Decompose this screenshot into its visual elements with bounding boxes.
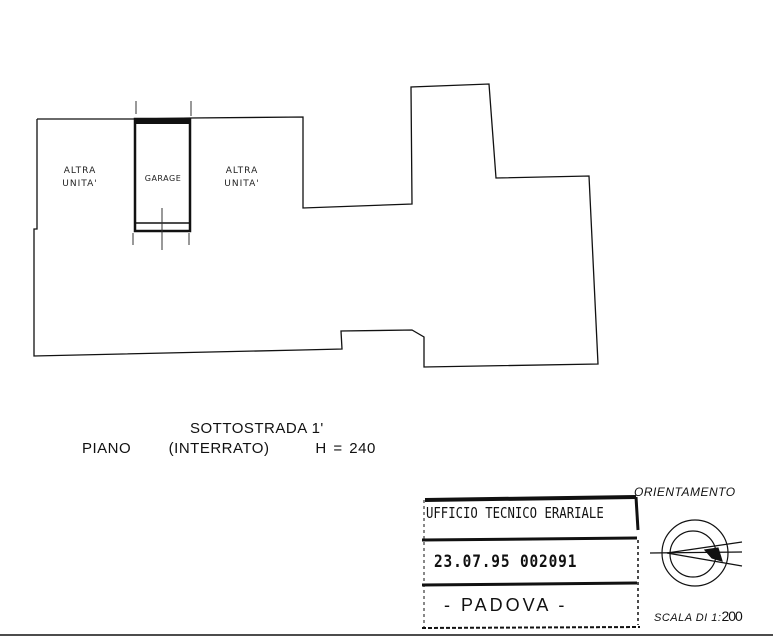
building-outline — [33, 83, 599, 368]
height-label: H = 240 — [315, 440, 376, 457]
stamp-office: UFFICIO TECNICO ERARIALE — [426, 504, 604, 522]
room-label-right: ALTRA UNITA' — [222, 165, 262, 191]
room-label-line: ALTRA — [63, 166, 97, 176]
piano-label: PIANO — [82, 440, 132, 457]
office-stamp: UFFICIO TECNICO ERARIALE 23.07.95 002091… — [420, 495, 636, 625]
interrato-label: (INTERRATO) — [168, 440, 270, 457]
floor-title: SOTTOSTRADA 1' — [190, 420, 324, 437]
orientation-label: ORIENTAMENTO — [634, 485, 736, 499]
room-label-line: GARAGE — [144, 174, 182, 183]
floor-subtitle: PIANO (INTERRATO) H = 240 — [82, 440, 376, 457]
scale-value: 200 — [721, 608, 742, 624]
stamp-date-number: 23.07.95 002091 — [434, 552, 578, 572]
stamp-city: - PADOVA - — [444, 595, 568, 615]
scale-text: SCALA DI 1: — [654, 612, 722, 624]
compass-icon — [649, 519, 743, 587]
stamp-frame — [421, 495, 641, 629]
room-label-line: UNITA' — [224, 179, 260, 189]
room-label-garage: GARAGE — [136, 172, 190, 185]
room-label-left: ALTRA UNITA' — [60, 165, 100, 191]
room-label-line: UNITA' — [62, 179, 98, 189]
scale-label: SCALA DI 1:200 — [654, 608, 743, 624]
room-label-line: ALTRA — [225, 166, 259, 176]
